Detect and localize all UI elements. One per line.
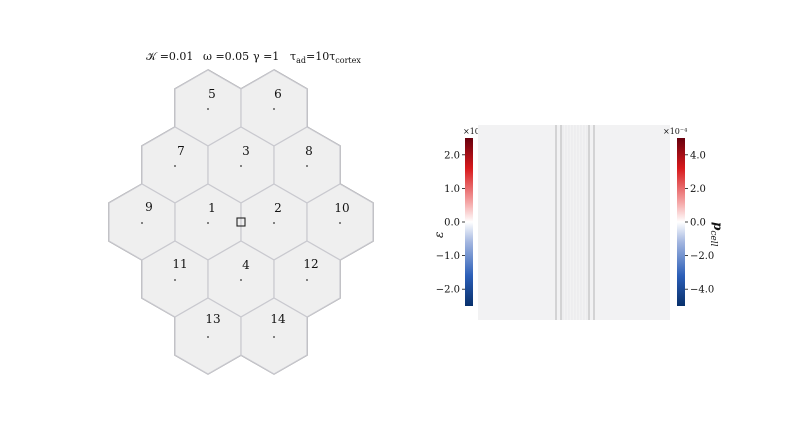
hex-cell-label: 8 [305, 144, 313, 158]
hex-cell-marker-dot [273, 222, 275, 224]
field-stripes [562, 125, 588, 320]
colorbar-tick-label: 0.0 [444, 218, 460, 229]
hex-cell-marker-dot [174, 279, 176, 281]
hex-cell-label: 11 [172, 257, 187, 271]
hex-cell-label: 13 [205, 312, 220, 326]
colorbar-tick-label: −2.0 [436, 285, 460, 296]
hex-cell-marker-dot [240, 165, 242, 167]
hex-cell-marker-dot [240, 279, 242, 281]
hex-cell-marker-dot [207, 336, 209, 338]
param-omega: ω =0.05 [203, 50, 249, 63]
selected-cell-marker[interactable] [236, 217, 246, 227]
hex-cell-marker-dot [207, 222, 209, 224]
colorbar-tick-label: 0.0 [690, 218, 706, 229]
hex-cell-label: 2 [274, 201, 282, 215]
field-panel-background [478, 125, 670, 320]
hex-cell-marker-dot [207, 108, 209, 110]
hex-cell[interactable]: 14 [240, 297, 308, 375]
colorbar-epsilon-title: ε [432, 232, 446, 238]
colorbar-tick-label: 1.0 [444, 184, 460, 195]
colorbar-epsilon-exponent: ×10⁻³ [463, 127, 487, 136]
colorbar-epsilon: ×10⁻³ ε 2.0 1.0 0.0 −1.0 −2.0 [432, 127, 487, 306]
hex-cell-label: 6 [274, 87, 282, 101]
hex-cell-marker-dot [273, 108, 275, 110]
hex-cell-label: 9 [145, 200, 153, 214]
hex-cell-label: 14 [270, 312, 286, 326]
colorbar-pcell-exponent: ×10⁻⁴ [663, 127, 687, 136]
hex-cell-marker-dot [339, 222, 341, 224]
colorbar-pcell-gradient [677, 138, 685, 306]
hex-cell-shape [240, 297, 308, 375]
hex-cell-marker-dot [306, 279, 308, 281]
hex-cell-marker-dot [174, 165, 176, 167]
colorbar-pcell: ×10⁻⁴ pcell 4.0 2.0 0.0 −2.0 −4.0 [663, 127, 725, 306]
param-gamma: γ =1 [253, 50, 279, 63]
colorbar-tick-label: 4.0 [690, 150, 706, 161]
colorbar-tick-label: −1.0 [436, 251, 460, 262]
colorbar-tick-label: −4.0 [690, 285, 714, 296]
colorbar-tick-label: 2.0 [444, 150, 460, 161]
hex-cell-marker-dot [141, 222, 143, 224]
colorbar-epsilon-ticks: 2.0 1.0 0.0 −1.0 −2.0 [436, 150, 465, 296]
colorbar-epsilon-gradient [465, 138, 473, 306]
param-tau: τad=10τcortex [290, 50, 361, 65]
param-kappa: 𝒦 =0.01 [146, 50, 193, 63]
hex-cell-label: 7 [177, 144, 185, 158]
hex-cell-label: 3 [242, 144, 250, 158]
hex-cell-marker-dot [306, 165, 308, 167]
colorbar-tick-label: −2.0 [690, 251, 714, 262]
colorbar-pcell-ticks: 4.0 2.0 0.0 −2.0 −4.0 [685, 150, 714, 296]
hex-cell-label: 5 [208, 87, 216, 101]
hex-cell-marker-dot [273, 336, 275, 338]
hex-cell-label: 1 [208, 201, 216, 215]
hex-cell-label: 12 [303, 257, 318, 271]
parameter-header: 𝒦 =0.01 ω =0.05 γ =1 τad=10τcortex [146, 50, 361, 65]
colorbar-pcell-title: pcell [708, 222, 725, 247]
colorbar-tick-label: 2.0 [690, 184, 706, 195]
hex-cell-label: 4 [242, 258, 250, 272]
hex-cell-label: 10 [334, 201, 349, 215]
field-panel [478, 125, 670, 320]
